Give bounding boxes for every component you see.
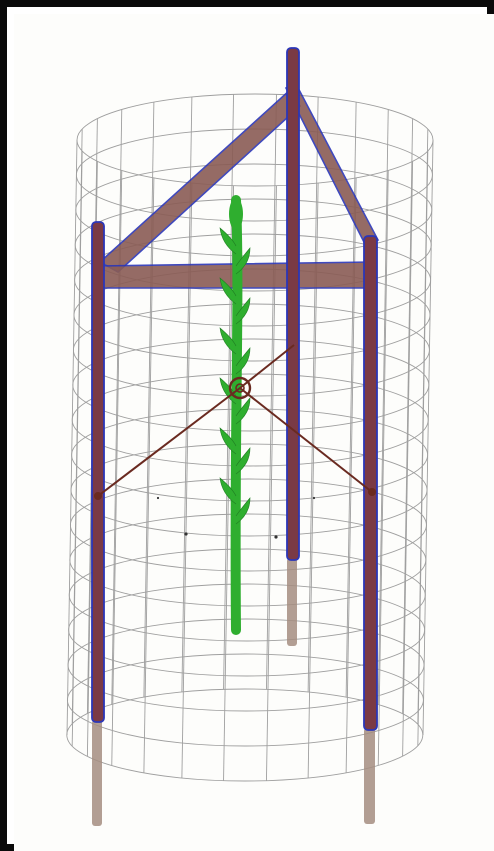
right-leaf [235, 447, 251, 475]
mesh-vertical-wire [66, 139, 78, 736]
right-tie-knot [368, 488, 376, 496]
mesh-vertical-wire [417, 128, 429, 724]
left-leaf [219, 477, 237, 505]
left-post [91, 221, 105, 723]
support-ties [94, 344, 376, 500]
right-leaf [235, 497, 251, 525]
mesh-vertical-wire [377, 109, 389, 705]
center-post-buried-end [287, 558, 297, 646]
stem-tie-knot [235, 383, 245, 393]
center-post [286, 47, 300, 561]
sketch-dot [274, 535, 278, 539]
sketch-dot [184, 532, 188, 536]
stem-tie-loop [228, 376, 252, 400]
right-leaf [235, 297, 251, 325]
right-leaf [235, 247, 251, 275]
sketch-dot [312, 496, 316, 500]
mesh-vertical-wire [307, 96, 319, 692]
mesh-vertical-wire [422, 139, 434, 736]
left-leaf [219, 327, 237, 355]
mesh-vertical-wire [71, 128, 83, 724]
plant-tip [229, 198, 243, 230]
mesh-ring [66, 688, 424, 782]
wire-mesh [66, 93, 434, 782]
left-leaf [219, 427, 237, 455]
mesh-vertical-wire [266, 94, 277, 690]
sketch-marks [156, 496, 316, 539]
right-leaf [235, 347, 251, 375]
right-post-buried-end [364, 728, 375, 824]
seedling-plant [219, 195, 251, 635]
plant-stem [230, 195, 243, 635]
right-leaf [235, 397, 251, 425]
tie-to-right-post [239, 387, 373, 493]
support-posts [91, 47, 378, 826]
mesh-vertical-wire [402, 161, 414, 757]
left-post-buried-end [92, 720, 102, 826]
left-rafter-beam [98, 88, 302, 273]
left-leaf [219, 277, 237, 305]
mesh-vertical-wire [377, 170, 389, 766]
mesh-vertical-wire [402, 118, 414, 714]
mesh-vertical-wire [111, 109, 123, 705]
tie-to-left-post [97, 387, 241, 497]
left-leaf [219, 227, 237, 255]
right-post [363, 235, 378, 731]
left-tie-knot [94, 492, 102, 500]
sketch-dot [156, 496, 160, 500]
tie-to-center-post [239, 344, 295, 389]
mesh-vertical-wire [143, 102, 155, 698]
